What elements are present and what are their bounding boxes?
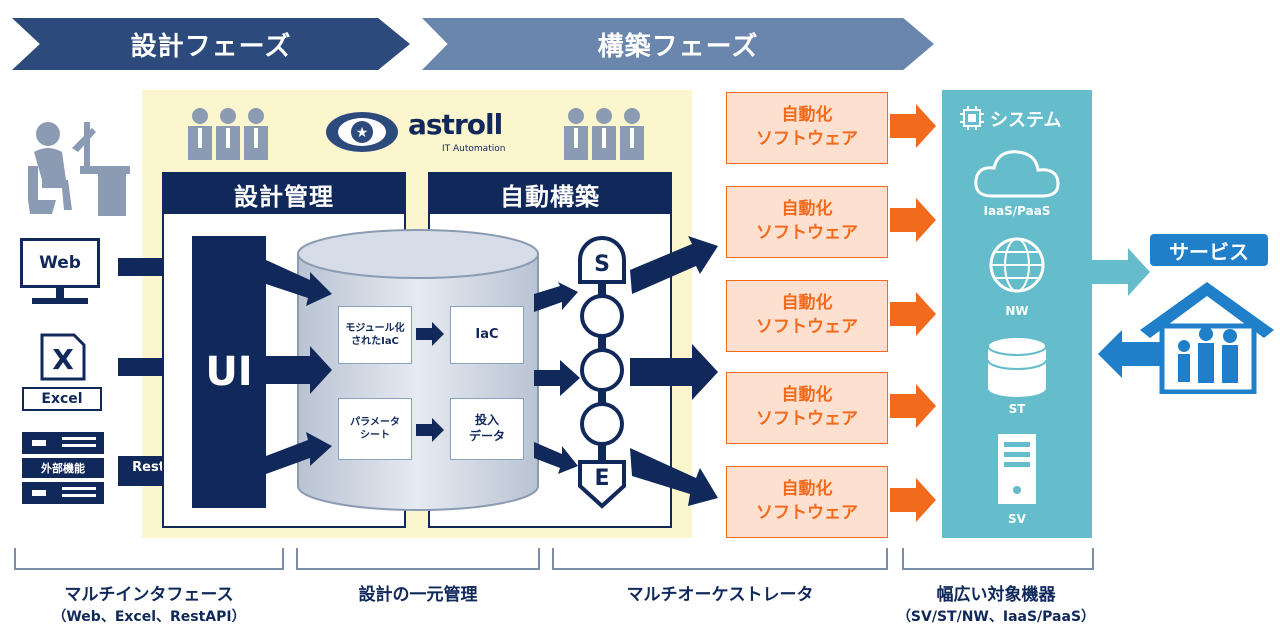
orchestrator-chain — [578, 236, 626, 509]
system-panel: システム IaaS/PaaS NW ST SV — [942, 90, 1092, 538]
db-to-orch-arrows — [534, 282, 580, 474]
web-input: Web — [20, 238, 100, 304]
doc-arrow-1 — [416, 322, 444, 346]
orch-start-label: S — [594, 252, 610, 277]
doc-arrow-2 — [416, 418, 444, 442]
nw-label: NW — [1005, 304, 1029, 318]
web-label: Web — [20, 238, 100, 288]
automation-label-5a: 自動化 — [781, 479, 833, 500]
external-label: 外部機能 — [22, 458, 104, 478]
system-title: システム — [990, 110, 1062, 131]
automation-label-2a: 自動化 — [781, 199, 833, 220]
external-input: 外部機能 — [22, 432, 104, 504]
bracket-targets — [902, 548, 1094, 570]
ui-label: UI — [205, 349, 253, 395]
targets-label: 幅広い対象機器 — [936, 585, 1056, 605]
input-data-doc: 投入 データ — [450, 398, 524, 460]
multi-interface-sub: （Web、Excel、RestAPI） — [52, 609, 246, 625]
house-family-icon — [1140, 282, 1274, 394]
logo-tagline: IT Automation — [442, 144, 506, 154]
automation-label-5b: ソフトウェア — [756, 503, 858, 523]
globe-icon — [989, 237, 1045, 293]
bracket-interface — [14, 548, 284, 570]
svg-text:★: ★ — [356, 125, 369, 141]
storage-icon — [987, 336, 1047, 397]
astroll-logo-mark: ★ — [326, 112, 398, 152]
build-phase-banner: 構築フェーズ — [422, 18, 934, 70]
orange-arrows — [890, 104, 936, 522]
multi-interface-label: マルチインタフェース — [64, 585, 234, 605]
ui-to-db-arrows — [266, 260, 332, 474]
central-mgmt-label: 設計の一元管理 — [358, 585, 478, 605]
st-label: ST — [1008, 402, 1026, 416]
automation-label-3a: 自動化 — [781, 293, 833, 314]
team-icon — [188, 108, 268, 160]
automation-label-2b: ソフトウェア — [756, 223, 858, 243]
automation-box-4: 自動化 ソフトウェア — [726, 372, 888, 444]
build-phase-label: 構築フェーズ — [597, 31, 759, 62]
iac-doc: IaC — [450, 306, 524, 364]
automation-box-2: 自動化 ソフトウェア — [726, 186, 888, 258]
excel-input: X Excel — [22, 333, 102, 411]
auto-build-title: 自動構築 — [430, 174, 670, 214]
param-sheet-doc: パラメータ シート — [338, 398, 412, 460]
automation-label-1b: ソフトウェア — [756, 129, 858, 149]
bracket-central — [296, 548, 540, 570]
svg-text:X: X — [52, 343, 74, 376]
server-icon — [998, 434, 1036, 504]
targets-sub: （SV/ST/NW、IaaS/PaaS） — [896, 609, 1096, 625]
ui-box: UI — [192, 236, 266, 508]
orch-to-auto-arrows — [630, 236, 718, 506]
orch-end-label: E — [594, 466, 610, 491]
system-to-service-arrow — [1092, 248, 1150, 296]
automation-box-3: 自動化 ソフトウェア — [726, 280, 888, 352]
excel-icon: X — [40, 333, 86, 381]
design-phase-label: 設計フェーズ — [130, 31, 292, 62]
design-mgmt-title: 設計管理 — [164, 174, 404, 214]
design-phase-banner: 設計フェーズ — [12, 18, 410, 70]
iaas-label: IaaS/PaaS — [983, 204, 1051, 218]
service-label: サービス — [1169, 239, 1249, 264]
cloud-icon — [974, 150, 1060, 198]
automation-label-4b: ソフトウェア — [756, 409, 858, 429]
chip-icon — [960, 106, 984, 130]
automation-label-3b: ソフトウェア — [756, 317, 858, 337]
automation-box-5: 自動化 ソフトウェア — [726, 466, 888, 538]
automation-box-1: 自動化 ソフトウェア — [726, 92, 888, 164]
service-return-arrow — [1098, 330, 1168, 378]
team-icon-2 — [564, 108, 644, 160]
sv-label: SV — [1008, 512, 1026, 526]
operator-icon — [28, 122, 130, 216]
logo-name: astroll — [408, 108, 503, 141]
astroll-logo: ★ astroll IT Automation — [324, 108, 514, 156]
bracket-orch — [552, 548, 888, 570]
automation-label-4a: 自動化 — [781, 385, 833, 406]
excel-label: Excel — [22, 387, 102, 411]
module-iac-doc: モジュール化 されたIaC — [338, 306, 412, 364]
service-badge: サービス — [1150, 234, 1268, 266]
multi-orch-label: マルチオーケストレータ — [626, 585, 814, 605]
automation-label-1a: 自動化 — [781, 105, 833, 126]
